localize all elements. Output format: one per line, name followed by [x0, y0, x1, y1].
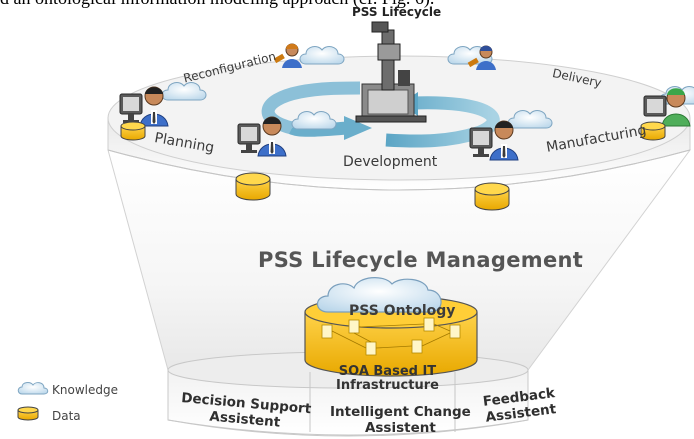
caption-body: d an ontological information modeling ap… [0, 0, 434, 8]
ontology-label: PSS Ontology [349, 303, 456, 319]
infrastructure-line-1: SOA Based IT [338, 364, 437, 379]
legend-data-label: Data [52, 409, 81, 423]
caption-text: d an ontological information modeling ap… [0, 0, 434, 9]
stage-development: Development [343, 154, 438, 170]
infrastructure-line-2: Infrastructure [336, 378, 439, 393]
service-intelligent-change-line-1: Intelligent Change [330, 404, 471, 420]
lifecycle-title: PSS Lifecycle [352, 5, 442, 19]
service-intelligent-change-line-2: Assistent [364, 420, 436, 436]
service-intelligent-change: Intelligent Change Assistent [330, 404, 471, 436]
management-title: PSS Lifecycle Management [258, 248, 584, 272]
legend-knowledge-label: Knowledge [52, 383, 118, 397]
infrastructure-label: SOA Based IT Infrastructure [336, 365, 439, 393]
